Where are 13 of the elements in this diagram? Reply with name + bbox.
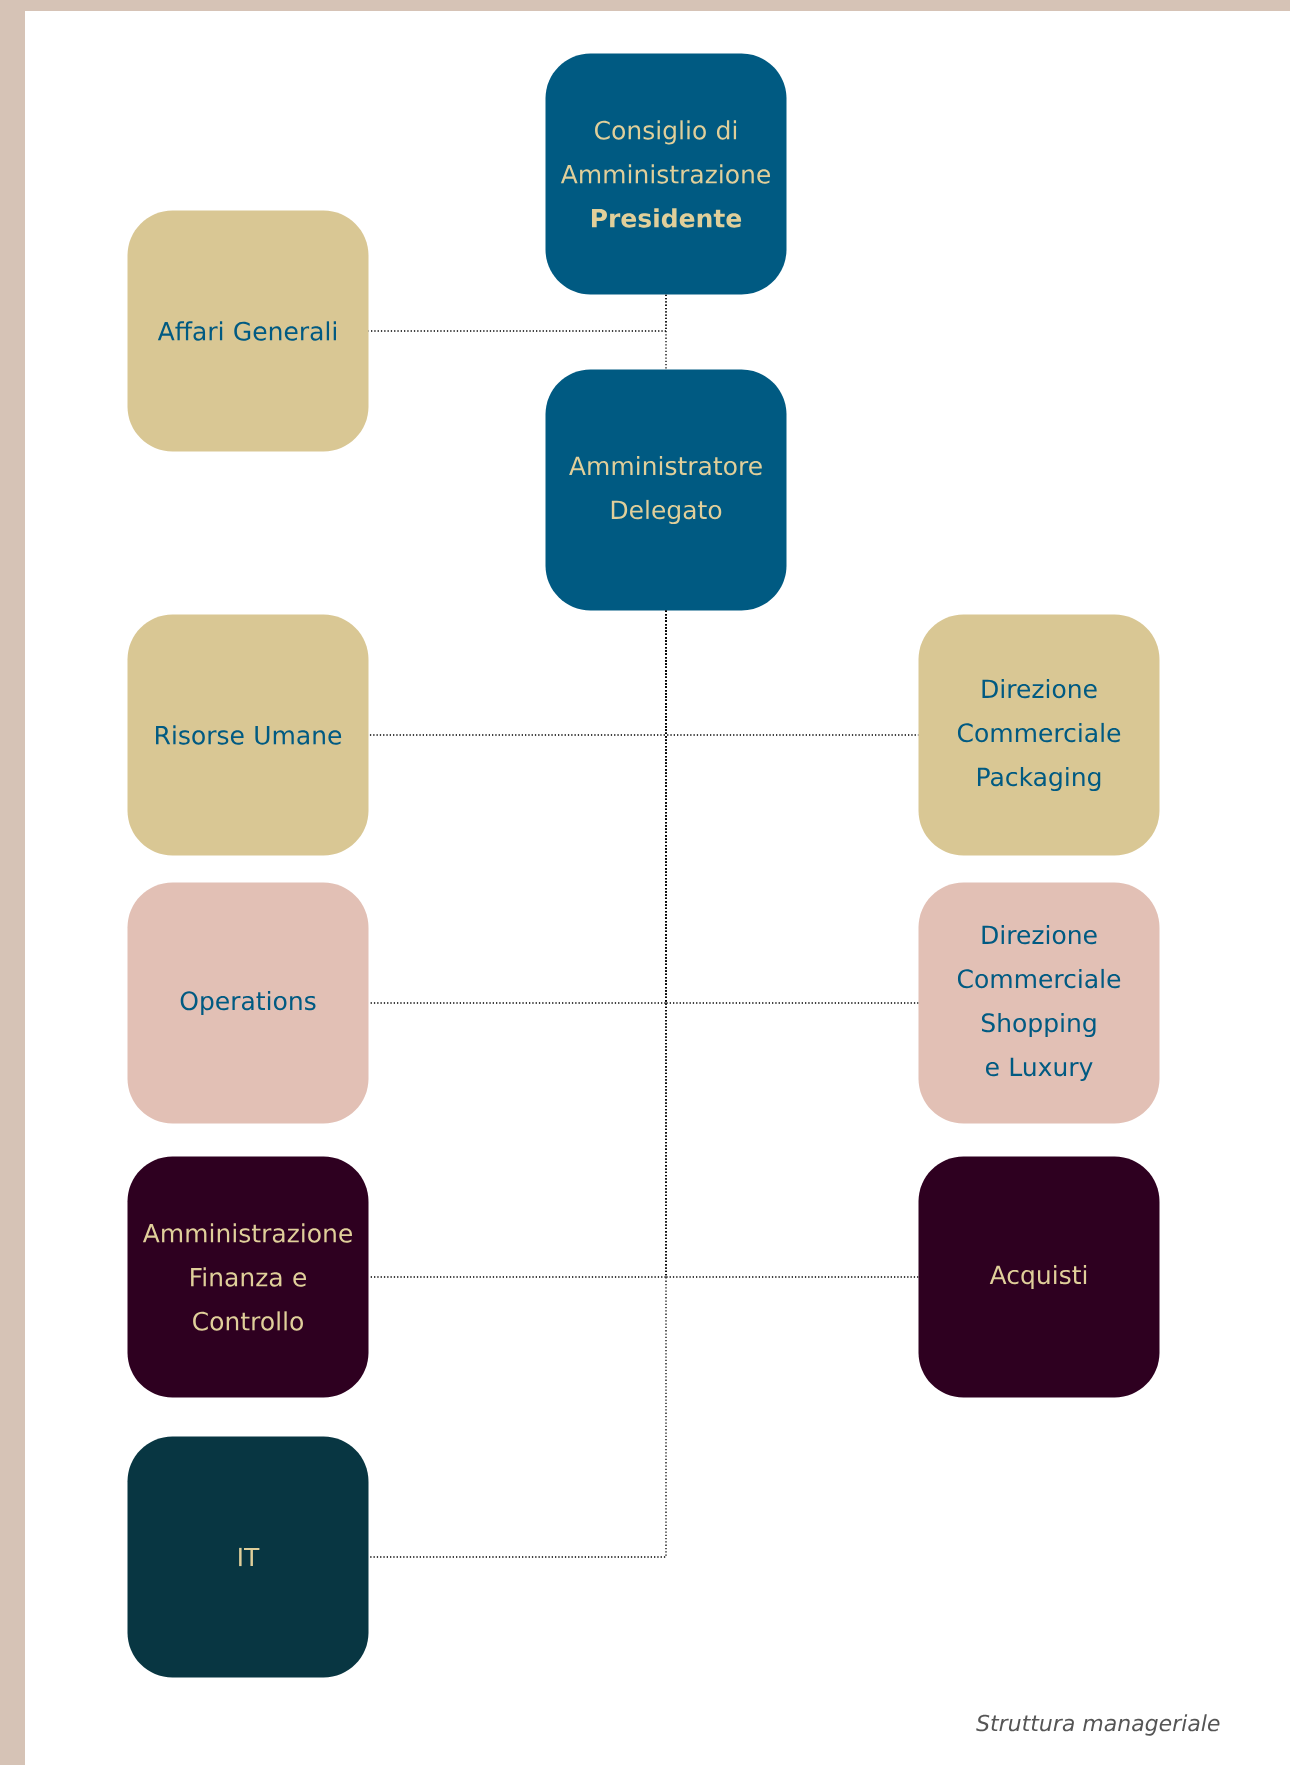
org-box: Risorse Umane [127,614,369,856]
org-box: Consiglio di Amministrazione Presidente [545,53,787,295]
org-box: Direzione Commerciale Shopping e Luxury [918,882,1160,1124]
org-box: Acquisti [918,1156,1160,1398]
org-box: Operations [127,882,369,1124]
connector-line [665,294,667,370]
org-box: IT [127,1436,369,1678]
caption: Struttura manageriale [976,1714,1220,1736]
org-box: Direzione Commerciale Packaging [918,614,1160,856]
org-box: Amministratore Delegato [545,369,787,611]
org-box: Affari Generali [127,210,369,452]
org-box: Amministrazione Finanza e Controllo [127,1156,369,1398]
connector-line [368,610,667,1558]
